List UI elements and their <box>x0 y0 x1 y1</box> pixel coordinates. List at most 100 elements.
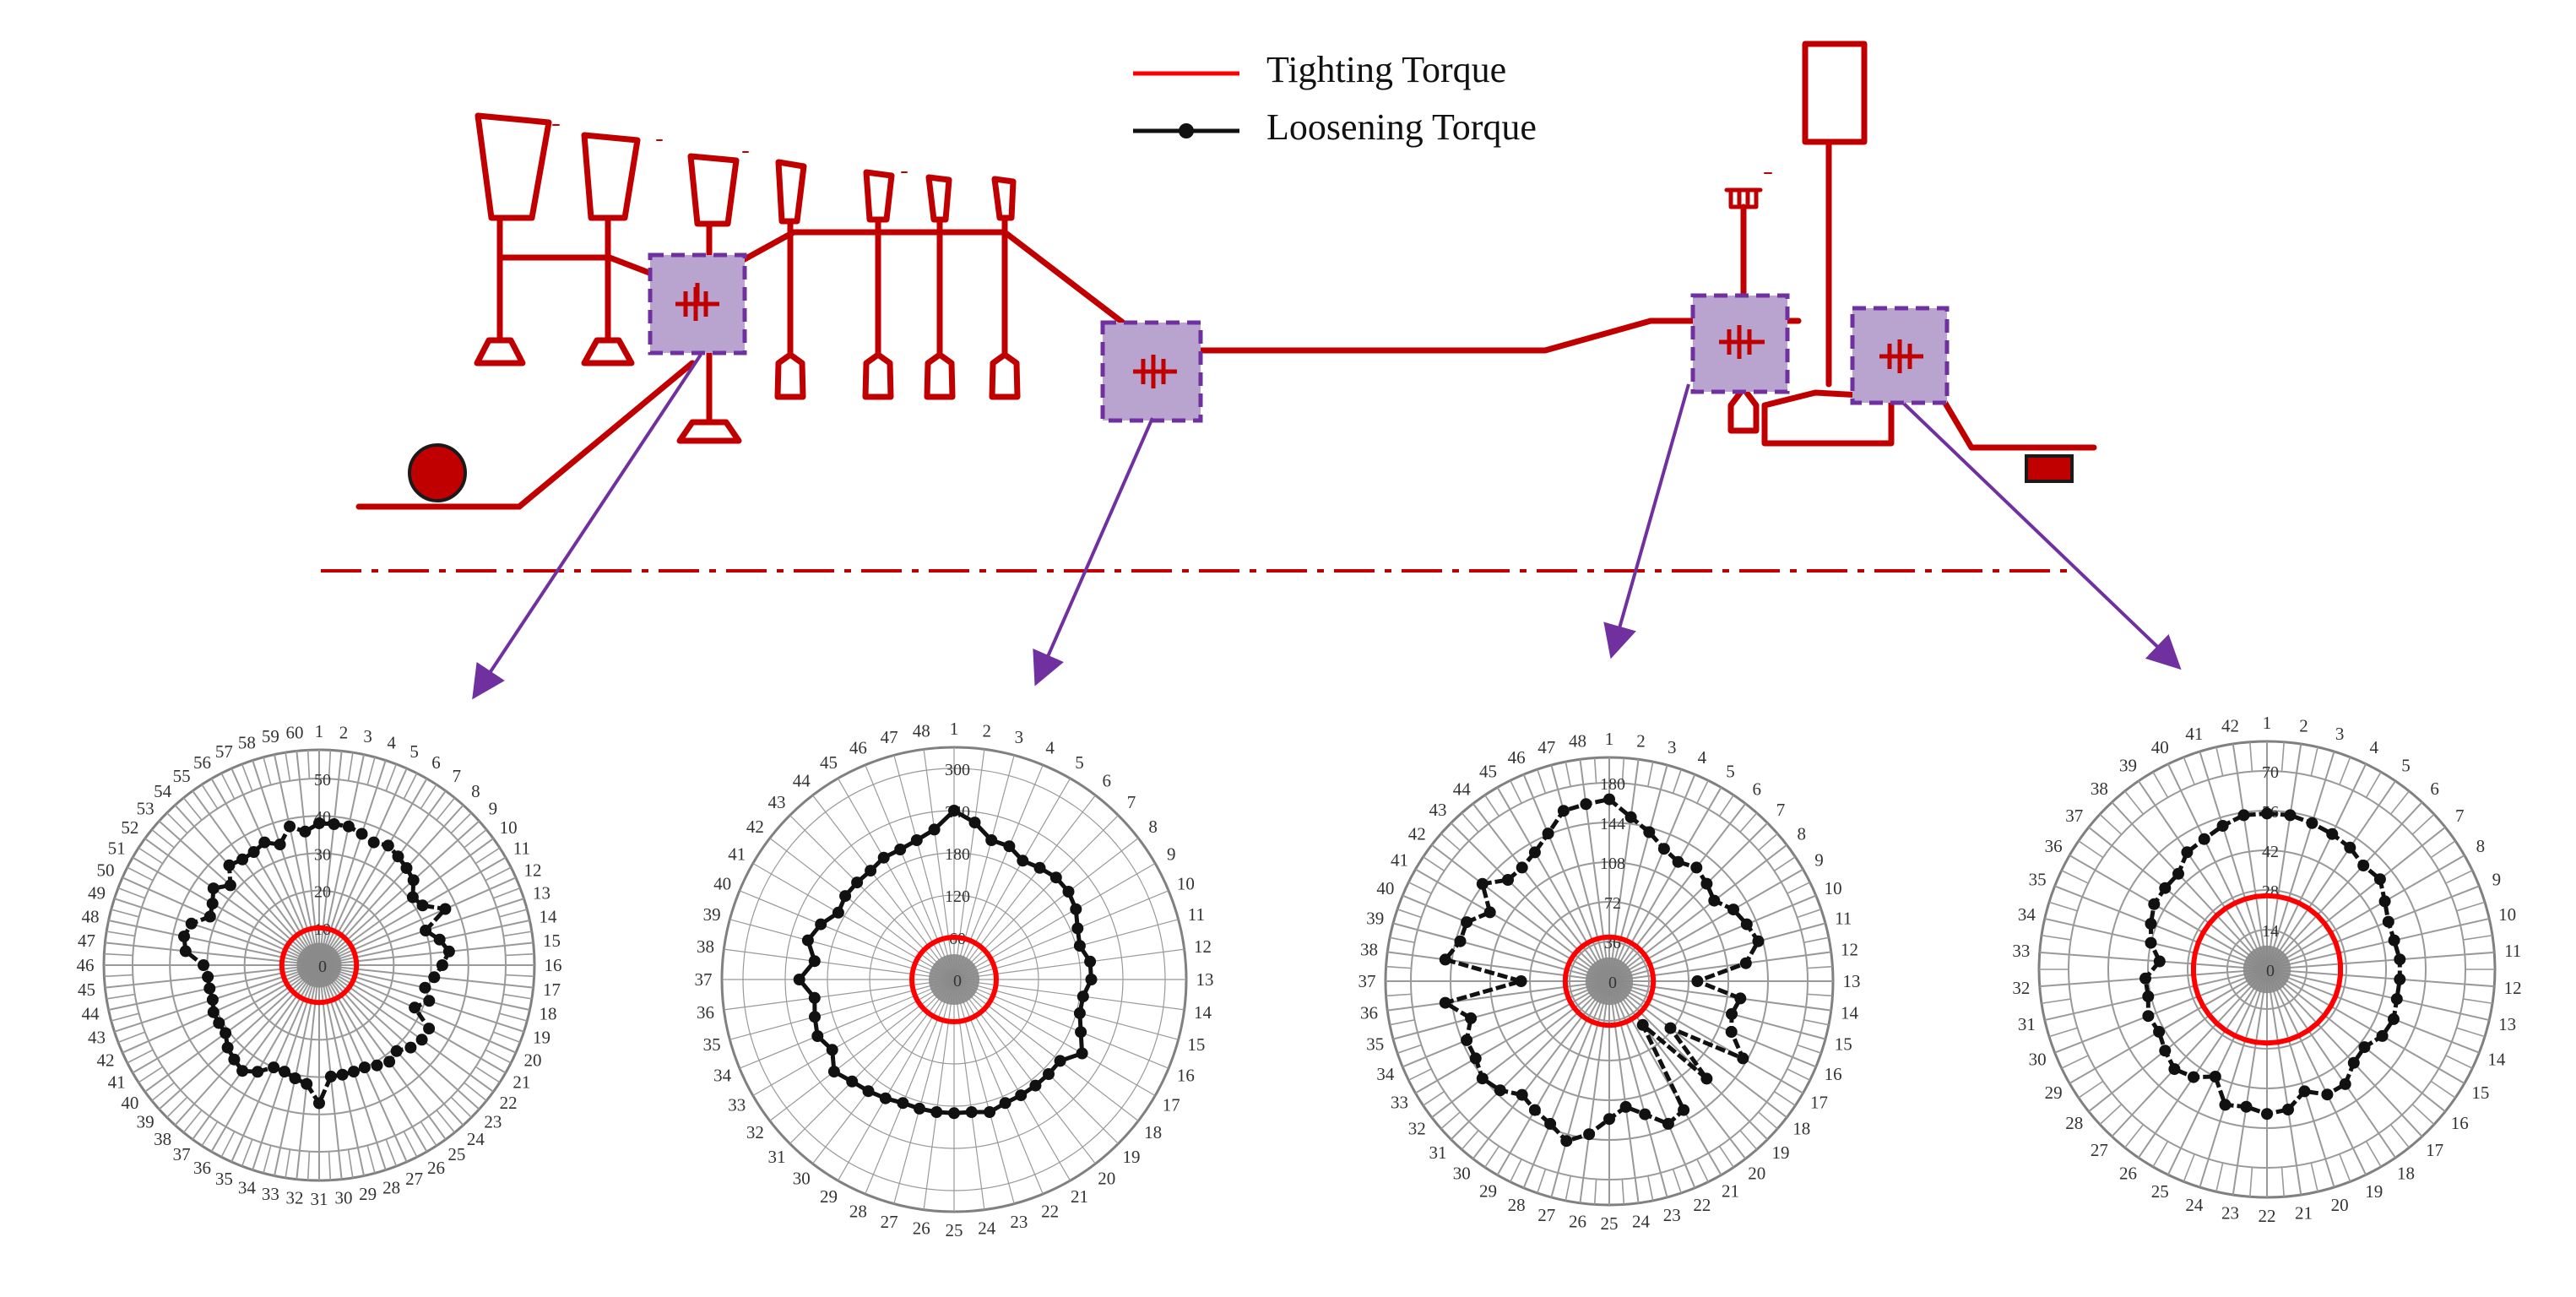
loosening-point <box>367 836 380 849</box>
radar-minor-spoke <box>1797 909 1822 919</box>
radar-ring-label: 300 <box>945 761 970 779</box>
radar-category-label: 13 <box>1196 969 1214 990</box>
radar-spoke <box>1550 980 1610 1198</box>
radar-category-label: 14 <box>539 906 557 926</box>
loosening-point <box>1708 894 1721 907</box>
loosening-point <box>2326 828 2339 840</box>
loosening-point <box>279 1066 290 1078</box>
loosening-point <box>832 906 844 919</box>
radar-category-label: 35 <box>1366 1034 1384 1054</box>
loosening-point <box>1752 935 1765 947</box>
radar-minor-spoke <box>241 763 253 791</box>
loosening-point <box>2261 807 2273 820</box>
disk-bore <box>474 337 526 366</box>
loosening-point <box>2142 990 2155 1003</box>
radar-category-label: 10 <box>1177 873 1195 893</box>
disk-bore <box>924 351 956 400</box>
radar-category-label: 30 <box>334 1187 352 1207</box>
radar-minor-spoke <box>117 887 145 899</box>
radar-minor-spoke <box>2430 840 2456 859</box>
loosening-point <box>2378 895 2391 908</box>
radar-minor-spoke <box>1807 993 1833 997</box>
radar-minor-spoke <box>2456 901 2486 912</box>
callout-arrow-1 <box>472 353 702 700</box>
blade-shape <box>863 169 895 223</box>
radar-minor-spoke <box>2310 1162 2318 1192</box>
radar-minor-spoke <box>485 1049 512 1064</box>
radar-category-label: 20 <box>2331 1195 2349 1215</box>
radar-category-label: 23 <box>484 1111 502 1131</box>
radar-category-label: 30 <box>1453 1164 1471 1184</box>
radar-minor-spoke <box>1803 1019 1830 1026</box>
radar-category-label: 30 <box>2029 1050 2047 1070</box>
radar-category-label: 31 <box>2018 1014 2036 1034</box>
radar-spoke <box>2054 969 2268 1054</box>
loosening-point <box>2321 1088 2334 1101</box>
radar-spoke <box>953 979 1169 1069</box>
loosening-point <box>342 820 355 833</box>
loosening-point <box>2373 873 2386 886</box>
loosening-point <box>2388 1012 2400 1025</box>
radar-minor-spoke <box>2124 790 2145 815</box>
radar-spoke <box>1608 980 1831 1012</box>
radar-spoke <box>923 979 955 1210</box>
radar-spoke <box>1608 980 1722 1175</box>
radar-category-label: 35 <box>2029 869 2047 889</box>
radar-spoke <box>2266 969 2446 1113</box>
radar-ring-label: 42 <box>2262 843 2279 861</box>
radar-spoke <box>953 919 1179 980</box>
radar-category-label: 15 <box>1187 1034 1205 1055</box>
radar-category-label: 27 <box>405 1169 423 1189</box>
radar-minor-spoke <box>2215 746 2224 777</box>
radar-category-label: 14 <box>1841 1002 1859 1023</box>
radar-category-label: 43 <box>1429 800 1447 820</box>
loosening-point <box>1528 846 1541 859</box>
loosening-point <box>1662 1117 1674 1130</box>
loosening-point <box>793 974 805 985</box>
radar-category-label: 41 <box>2185 724 2203 744</box>
bearing-ball <box>408 443 467 502</box>
shaft-line <box>355 360 696 510</box>
radar-minor-spoke <box>505 952 534 957</box>
loosening-point <box>1075 1026 1087 1039</box>
loosening-point <box>1544 1117 1557 1130</box>
loosening-point <box>390 1045 403 1057</box>
loosening-point <box>1502 874 1514 886</box>
loosening-point <box>1664 1022 1677 1034</box>
loosening-point <box>2376 1029 2389 1042</box>
loosening-point <box>879 1092 892 1104</box>
radar-category-label: 28 <box>382 1177 400 1197</box>
radar-category-label: 24 <box>1632 1212 1651 1232</box>
radar-minor-spoke <box>1647 761 1654 787</box>
radar-spoke <box>1608 951 1831 982</box>
radar-category-label: 21 <box>1071 1186 1088 1207</box>
loosening-point <box>198 959 209 971</box>
radar-category-label: 37 <box>2065 806 2083 826</box>
bolt-joint-3 <box>1690 293 1790 394</box>
radar-category-label: 27 <box>2091 1140 2108 1160</box>
radar-category-label: 28 <box>1508 1195 1526 1215</box>
radar-spoke <box>923 749 955 980</box>
radar-category-label: 6 <box>2430 779 2439 799</box>
radar-spoke <box>1608 980 1817 1068</box>
radar-minor-spoke <box>1386 993 1412 997</box>
loosening-point <box>206 898 219 910</box>
radar-minor-spoke <box>201 784 219 810</box>
radar-category-label: 27 <box>881 1212 898 1232</box>
loosening-point <box>1557 805 1570 817</box>
radar-category-label: 19 <box>1123 1147 1141 1167</box>
loosening-point <box>258 836 271 849</box>
radar-category-label: 20 <box>1748 1164 1765 1184</box>
radar-spoke <box>789 979 955 1144</box>
disk-bore <box>676 419 742 444</box>
radar-spoke <box>1608 844 1787 982</box>
radar-minor-spoke <box>1593 1179 1597 1205</box>
loosening-point <box>202 970 214 983</box>
radar-category-label: 4 <box>1698 747 1707 768</box>
loosening-point <box>179 945 192 958</box>
loosening-point <box>313 1097 325 1110</box>
radar-spoke <box>1579 980 1610 1203</box>
radar-category-label: 35 <box>703 1034 721 1055</box>
radar-spoke <box>1608 980 1747 1159</box>
